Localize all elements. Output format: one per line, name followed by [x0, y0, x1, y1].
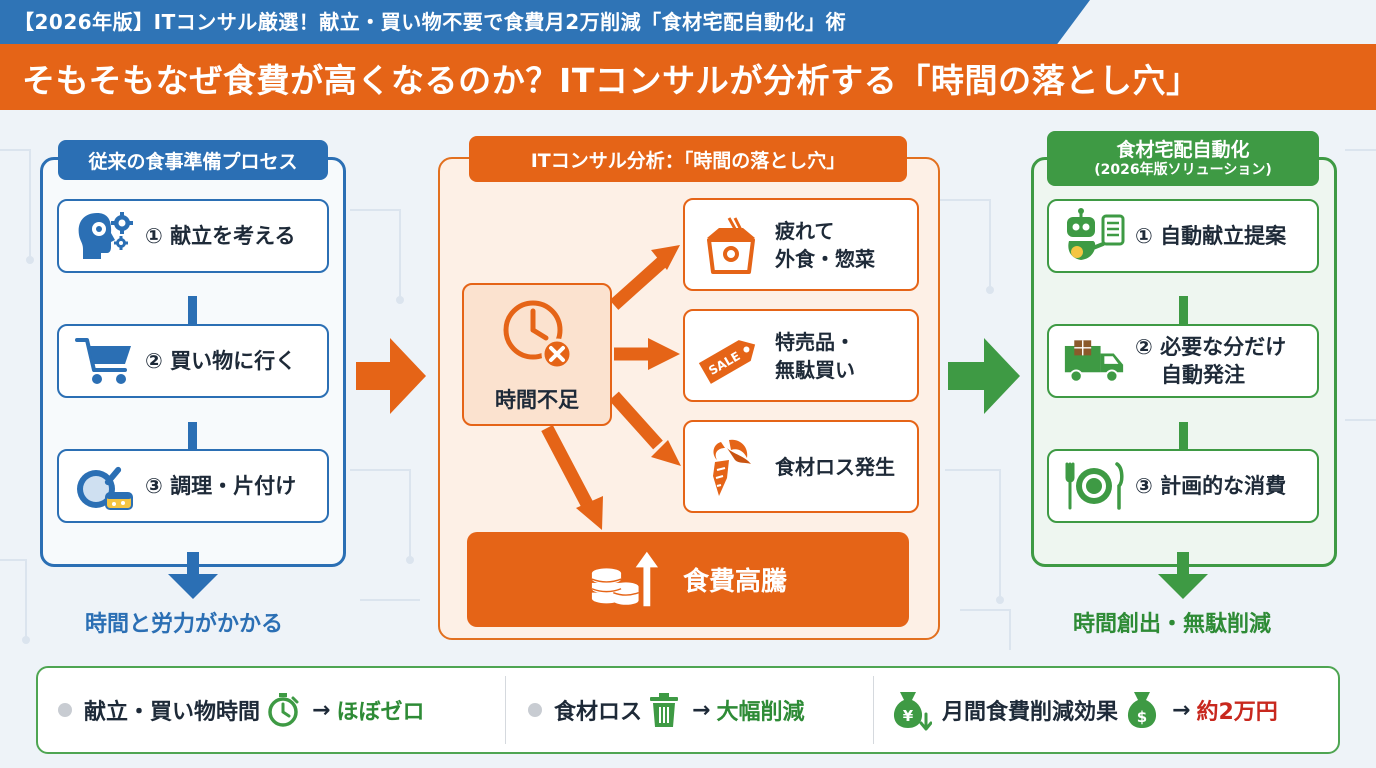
step-label: ③ 計画的な消費 [1135, 472, 1286, 500]
pan-sponge-icon [73, 459, 135, 513]
step-label-line2: 自動発注 [1161, 363, 1245, 387]
traditional-process-label: 従来の食事準備プロセス [58, 140, 328, 180]
right-arrow-green-icon [948, 338, 1020, 414]
consequence-food-loss: 食材ロス発生 [683, 420, 919, 513]
dollar-symbol: $ [1137, 708, 1147, 726]
summary-value: ほぼゼロ [336, 700, 425, 725]
down-arrow-green-icon [1158, 552, 1208, 599]
solution-label-line2: (2026年版ソリューション) [1094, 161, 1272, 178]
summary-item-monthly-savings: ¥ 月間食費削減効果 $ → 約2万円 [888, 666, 1278, 754]
right-arrow-orange-icon [356, 338, 426, 414]
summary-arrow: → [1172, 697, 1191, 723]
coins-up-arrow-icon [589, 550, 659, 610]
clock-x-icon [499, 296, 575, 376]
main-title-band [0, 44, 1376, 110]
delivery-truck-icon [1063, 334, 1125, 388]
cost-surge-label: 食費高騰 [682, 567, 787, 597]
main-title: そもそもなぜ食費が高くなるのか？ITコンサルが分析する「時間の落とし穴」 [22, 61, 1200, 100]
trash-can-icon [648, 692, 680, 728]
stopwatch-icon [266, 692, 300, 728]
step-planned-consumption: ③ 計画的な消費 [1047, 449, 1319, 523]
connector-line [1179, 422, 1188, 452]
traditional-outcome: 時間と労力がかかる [85, 612, 284, 637]
time-shortage-box: 時間不足 [462, 283, 612, 426]
top-title-band [0, 0, 1090, 44]
summary-arrow: → [692, 697, 711, 723]
consequence-line2: 無駄買い [775, 357, 855, 382]
top-title: 【2026年版】ITコンサル厳選！献立・買い物不要で食費月2万削減「食材宅配自動… [14, 10, 847, 34]
summary-arrow: → [312, 697, 331, 723]
consequence-line2: 外食・惣菜 [775, 246, 875, 271]
step-shopping: ② 買い物に行く [57, 324, 329, 398]
step-label-line1: ② 必要な分だけ [1135, 334, 1287, 359]
step-auto-menu: ① 自動献立提案 [1047, 199, 1319, 273]
summary-item-food-loss: 食材ロス → 大幅削減 [528, 666, 804, 754]
money-bag-icon: $ [1124, 690, 1160, 730]
summary-label: 月間食費削減効果 [942, 700, 1119, 725]
step-label-line1: ③ 計画的な消費 [1135, 473, 1287, 498]
consequence-line1: 特売品・ [775, 329, 855, 354]
step-label: ① 自動献立提案 [1135, 222, 1286, 250]
step-label: ① 献立を考える [145, 223, 296, 248]
shopping-cart-icon [73, 334, 135, 388]
summary-divider [505, 676, 506, 744]
consequence-eating-out: 疲れて 外食・惣菜 [683, 198, 919, 291]
summary-value: 大幅削減 [716, 700, 805, 725]
money-bag-yen-icon: ¥ [888, 688, 932, 732]
wilted-vegetable-icon [695, 432, 765, 502]
summary-divider [873, 676, 874, 744]
summary-bar [36, 666, 1340, 754]
takeout-box-icon [695, 210, 765, 280]
connector-line [188, 422, 197, 452]
summary-label: 献立・買い物時間 [84, 700, 261, 725]
summary-item-time: 献立・買い物時間 → ほぼゼロ [58, 666, 424, 754]
summary-value: 約2万円 [1196, 700, 1278, 725]
bullet-dot [58, 703, 72, 717]
summary-label: 食材ロス [554, 700, 643, 725]
time-shortage-label: 時間不足 [495, 387, 579, 412]
consequence-line1: 食材ロス発生 [775, 454, 895, 479]
solution-label: 食材宅配自動化 (2026年版ソリューション) [1047, 131, 1319, 186]
head-gears-icon [73, 209, 135, 263]
connector-line [188, 296, 197, 326]
step-label: ② 買い物に行く [145, 348, 297, 373]
robot-menu-icon [1063, 208, 1125, 263]
step-label: ③ 調理・片付け [145, 473, 297, 498]
step-cook-clean: ③ 調理・片付け [57, 449, 329, 523]
consequence-line1: 疲れて [775, 218, 835, 243]
step-plan-menu: ① 献立を考える [57, 199, 329, 273]
yen-symbol: ¥ [903, 707, 914, 725]
step-label: ② 必要な分だけ 自動発注 [1135, 333, 1286, 390]
step-label-line1: ① 自動献立提案 [1135, 223, 1287, 248]
plate-cutlery-icon [1063, 459, 1125, 513]
sale-tag-icon: SALE [695, 321, 765, 391]
consequence-wasteful-buying: SALE 特売品・ 無駄買い [683, 309, 919, 402]
step-auto-order: ② 必要な分だけ 自動発注 [1047, 324, 1319, 398]
bullet-dot [528, 703, 542, 717]
consequence-label: 疲れて 外食・惣菜 [775, 217, 875, 273]
analysis-label: ITコンサル分析：「時間の落とし穴」 [469, 136, 907, 182]
down-arrow-blue-icon [168, 552, 218, 599]
analysis-arrows [541, 245, 681, 530]
consequence-label: 特売品・ 無駄買い [775, 328, 855, 384]
connector-line [1179, 296, 1188, 326]
solution-outcome: 時間創出・無駄削減 [1073, 612, 1272, 637]
solution-label-line1: 食材宅配自動化 [1116, 138, 1250, 161]
cost-surge-result: 食費高騰 [467, 532, 909, 627]
